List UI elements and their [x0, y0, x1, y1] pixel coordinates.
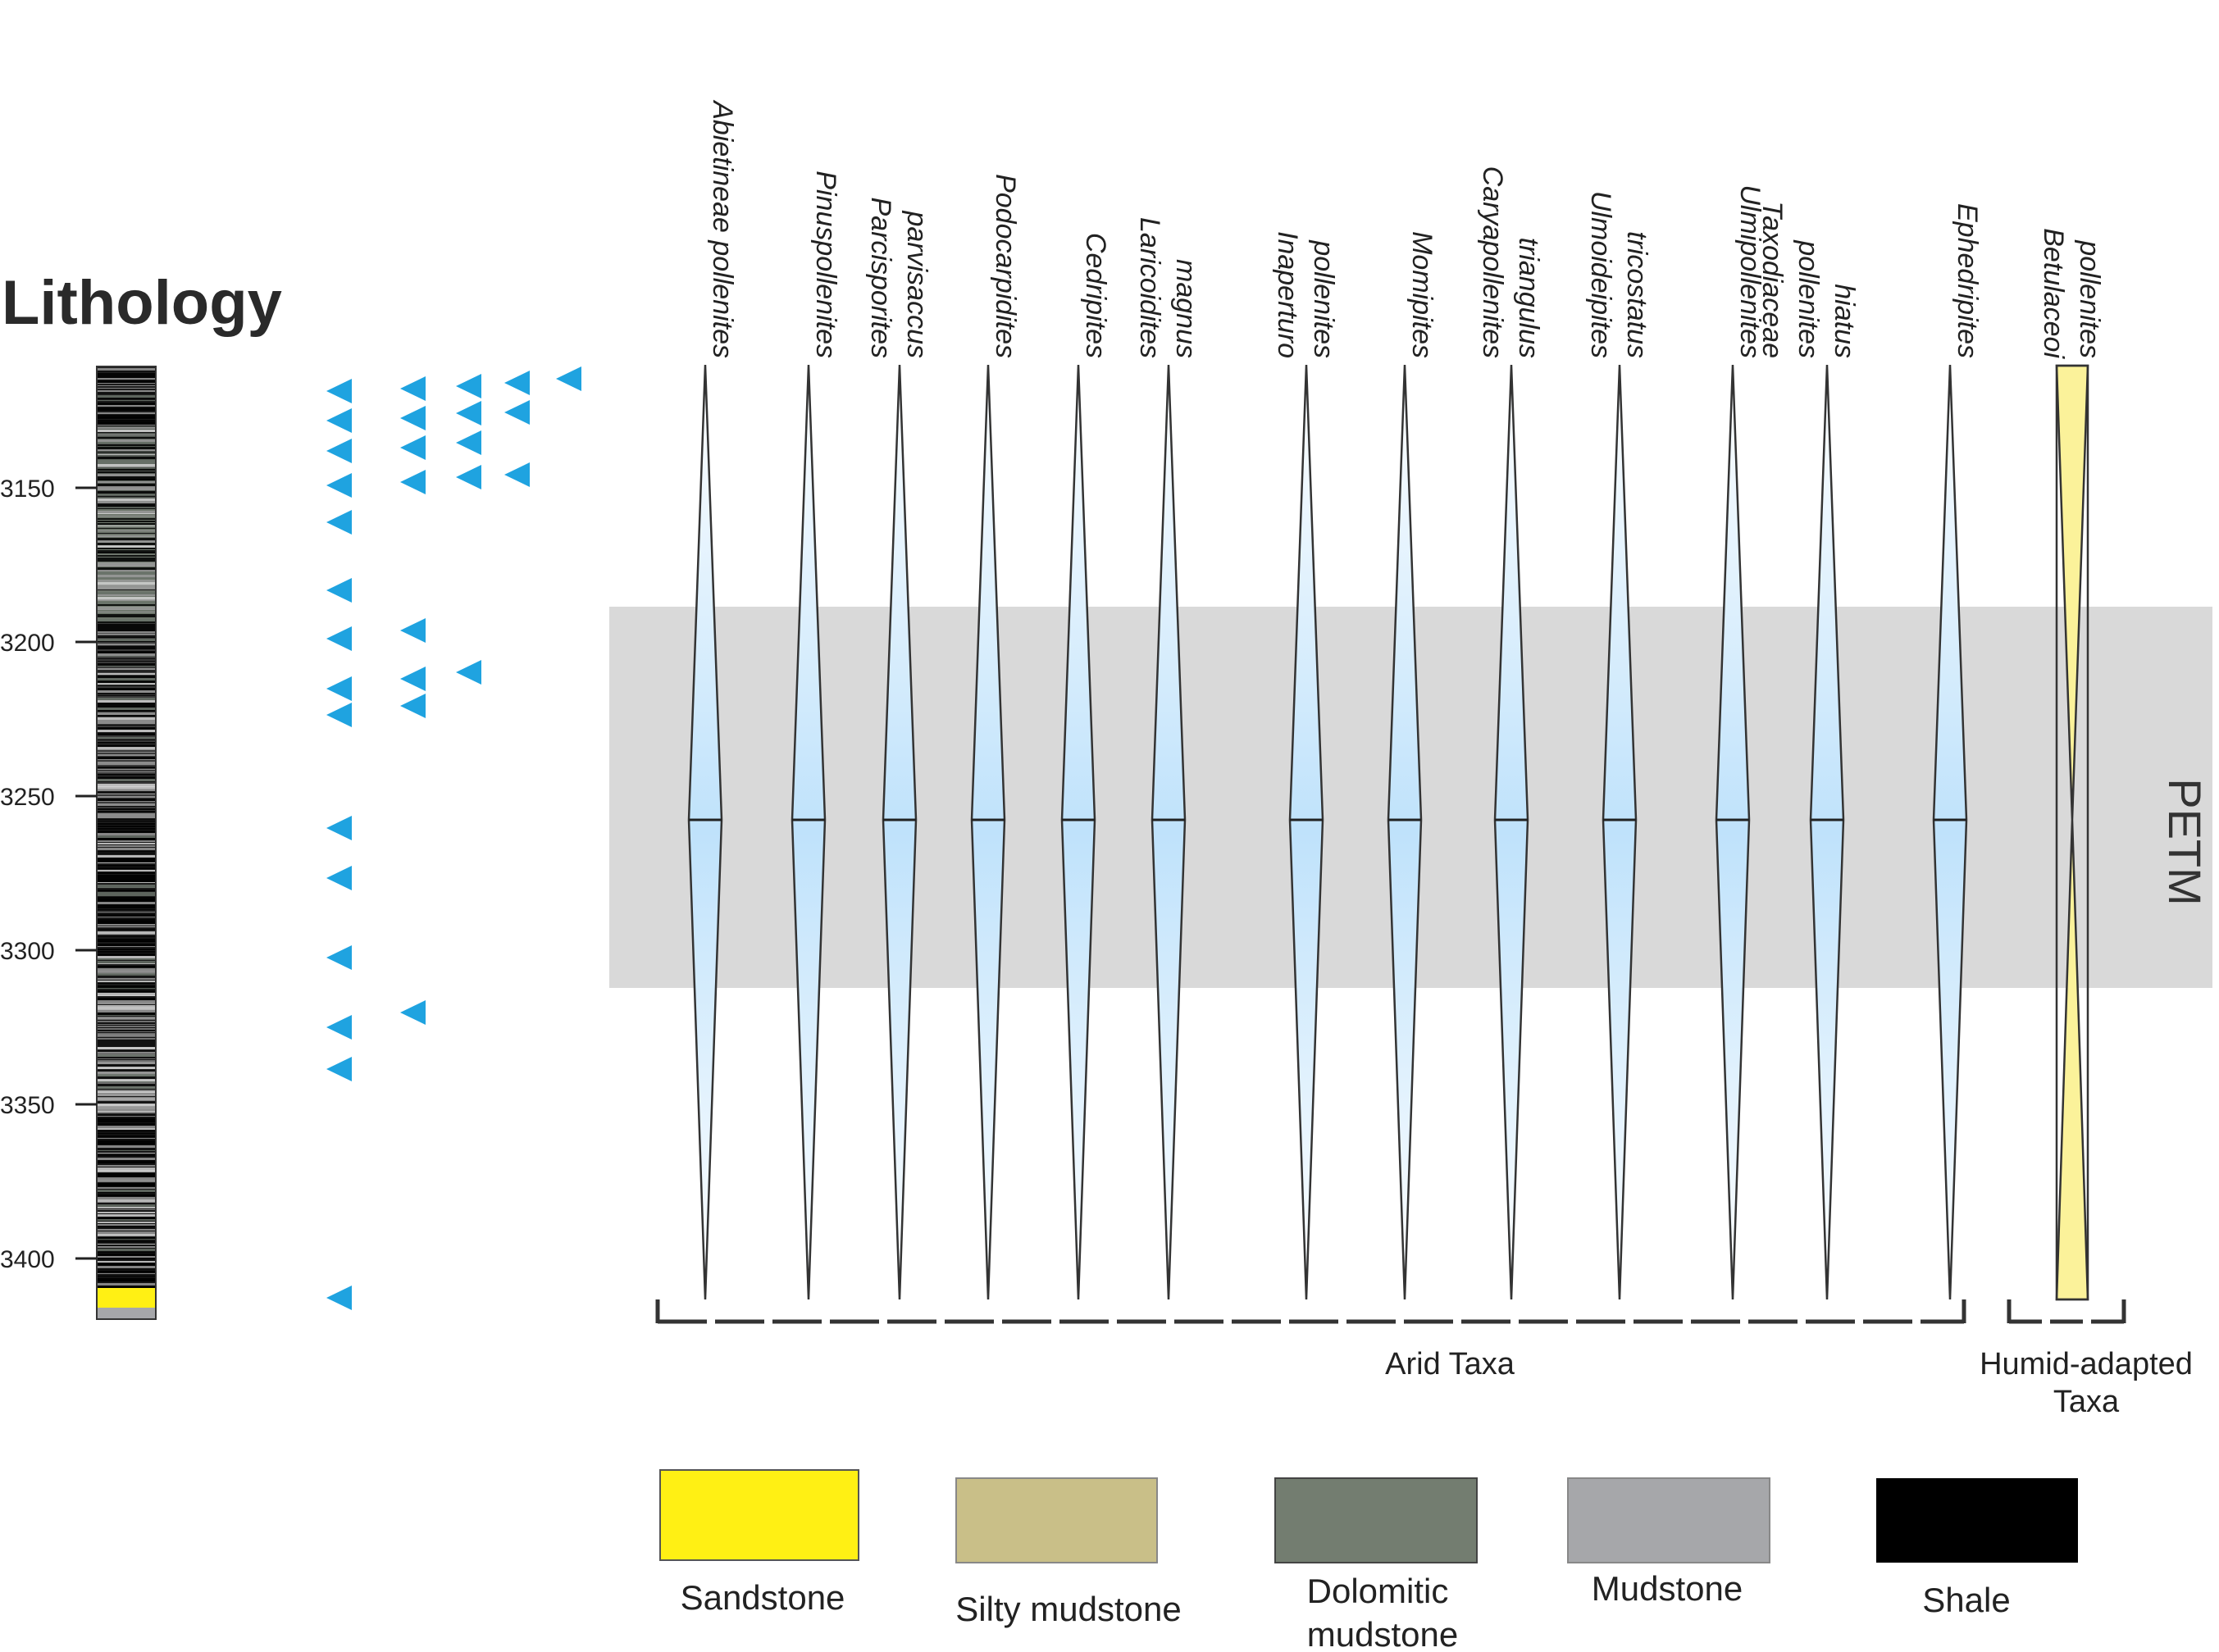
taxon-abundance-spindle [1288, 364, 1324, 1300]
legend-label-silty-mudstone: Silty mudstone [955, 1590, 1181, 1628]
sample-marker-triangle [326, 473, 352, 498]
sample-marker-triangle [400, 406, 426, 430]
sample-marker-triangle [456, 465, 481, 489]
depth-tick-label: 3300 [0, 938, 55, 965]
sample-marker-triangle [504, 462, 530, 487]
depth-axis: 3150 3200 3250 3300 3350 3400 [0, 476, 97, 1273]
depth-tick-label: 3350 [0, 1092, 55, 1119]
taxon-label: tricostatus [1621, 231, 1652, 358]
humid-taxa-label-line2: Taxa [2053, 1385, 2120, 1419]
legend-label-shale: Shale [1922, 1581, 2010, 1619]
taxon-abundance-spindle [791, 364, 827, 1300]
taxon-label: magnus [1170, 259, 1201, 358]
sample-marker-triangle [326, 439, 352, 463]
taxon-label: pollenites [1308, 239, 1339, 358]
sample-marker-triangle [504, 400, 530, 425]
sample-marker-triangle [456, 401, 481, 426]
sample-marker-triangle [326, 676, 352, 701]
legend-swatch-sandstone [659, 1469, 859, 1561]
legend-swatch-mudstone [1567, 1477, 1770, 1563]
humid-taxa-label: Humid-adapted [1980, 1347, 2193, 1381]
sample-marker-triangle [504, 371, 530, 395]
sample-marker-triangle [400, 435, 426, 460]
sample-marker-triangle [400, 667, 426, 691]
taxon-label: Caryapollenites [1477, 166, 1508, 358]
taxon-label: Pinuspollenites [810, 171, 841, 358]
lithology-column [96, 366, 157, 1320]
taxon-label: Cedripites [1080, 233, 1111, 358]
taxon-label: pollenites [1793, 239, 1824, 358]
sample-marker-triangle [326, 1286, 352, 1310]
sample-marker-triangle [556, 366, 581, 391]
legend-label-dolomitic-mudstone: Dolomitic [1307, 1572, 1449, 1610]
taxon-label: Ulmoideipites [1585, 191, 1616, 358]
sample-marker-triangle [326, 510, 352, 535]
taxon-abundance-spindle [1715, 364, 1751, 1300]
sample-marker-triangle [326, 578, 352, 603]
sample-marker-triangle [326, 816, 352, 840]
sample-marker-triangle [400, 376, 426, 401]
sample-marker-triangle [326, 626, 352, 651]
depth-tick-label: 3200 [0, 630, 55, 657]
taxon-label: Taxodiaceae [1757, 201, 1788, 358]
taxon-label: Abietineae pollenites [707, 99, 738, 358]
taxon-labels: Abietineae pollenites Pinuspollenites Parc… [707, 99, 2105, 359]
taxon-abundance-spindle [1493, 364, 1529, 1300]
taxon-abundance-spindle [687, 364, 723, 1300]
taxa-range-chart [687, 364, 2089, 1301]
petm-label: PETM [2159, 778, 2211, 906]
sample-marker-triangle [326, 866, 352, 890]
sample-marker-triangle [326, 1057, 352, 1081]
sample-marker-triangle [326, 379, 352, 403]
depth-tick-label: 3400 [0, 1246, 55, 1273]
sample-marker-triangle [456, 374, 481, 398]
taxon-abundance-spindle [1932, 364, 1968, 1300]
sample-marker-triangle [326, 945, 352, 970]
taxon-abundance-spindle [1151, 364, 1187, 1300]
taxon-label: parvisaccus [901, 210, 932, 358]
sample-marker-triangle [326, 408, 352, 433]
sample-marker-triangle [456, 660, 481, 685]
humid-taxon-range-outline [2055, 364, 2089, 1301]
legend-label-dolomitic-mudstone-line2: mudstone [1307, 1615, 1458, 1652]
taxon-label: Parcisporites [865, 197, 896, 358]
taxon-label: hiatus [1829, 284, 1860, 358]
taxon-label: Ulmipollenites [1734, 184, 1766, 358]
taxon-abundance-spindle [1602, 364, 1638, 1300]
sample-marker-triangle [326, 1015, 352, 1040]
taxon-label: Laricoidites [1134, 217, 1165, 358]
arid-taxa-bracket [655, 1299, 1966, 1324]
taxon-abundance-spindle [1809, 364, 1845, 1300]
taxon-label: triangulus [1513, 238, 1544, 358]
taxon-abundance-spindle [1387, 364, 1423, 1300]
taxon-label: Ephedripites [1952, 203, 1983, 358]
legend-swatch-dolomitic-mudstone [1274, 1477, 1478, 1563]
legend-swatch-shale [1876, 1478, 2078, 1563]
sample-marker-triangle [326, 703, 352, 727]
taxon-label: pollenites [2074, 239, 2105, 358]
sample-marker-triangle [456, 430, 481, 455]
lithology-title: Lithology [2, 268, 282, 338]
sample-marker-triangle [400, 694, 426, 718]
taxon-label: Betulaceoi [2038, 228, 2069, 359]
legend: Sandstone Silty mudstone Dolomitic mudst… [659, 1469, 2078, 1652]
taxon-label: Inaperturo [1272, 231, 1303, 358]
taxon-abundance-spindle [882, 364, 918, 1300]
humid-taxa-bracket [2007, 1299, 2126, 1324]
sample-marker-triangle [400, 618, 426, 643]
legend-label-sandstone: Sandstone [681, 1578, 845, 1617]
taxon-label: Podocarpidites [990, 174, 1021, 358]
taxon-label: Momipites [1406, 231, 1438, 358]
sample-marker-triangle [400, 1000, 426, 1025]
legend-swatch-silty-mudstone [955, 1477, 1158, 1563]
taxon-abundance-spindle [970, 364, 1006, 1300]
sample-markers [326, 366, 581, 1310]
taxon-abundance-spindle [1060, 364, 1096, 1300]
depth-tick-label: 3250 [0, 784, 55, 811]
arid-taxa-label: Arid Taxa [1385, 1347, 1515, 1381]
legend-label-mudstone: Mudstone [1592, 1569, 1743, 1608]
sample-marker-triangle [400, 470, 426, 494]
depth-tick-label: 3150 [0, 476, 55, 503]
